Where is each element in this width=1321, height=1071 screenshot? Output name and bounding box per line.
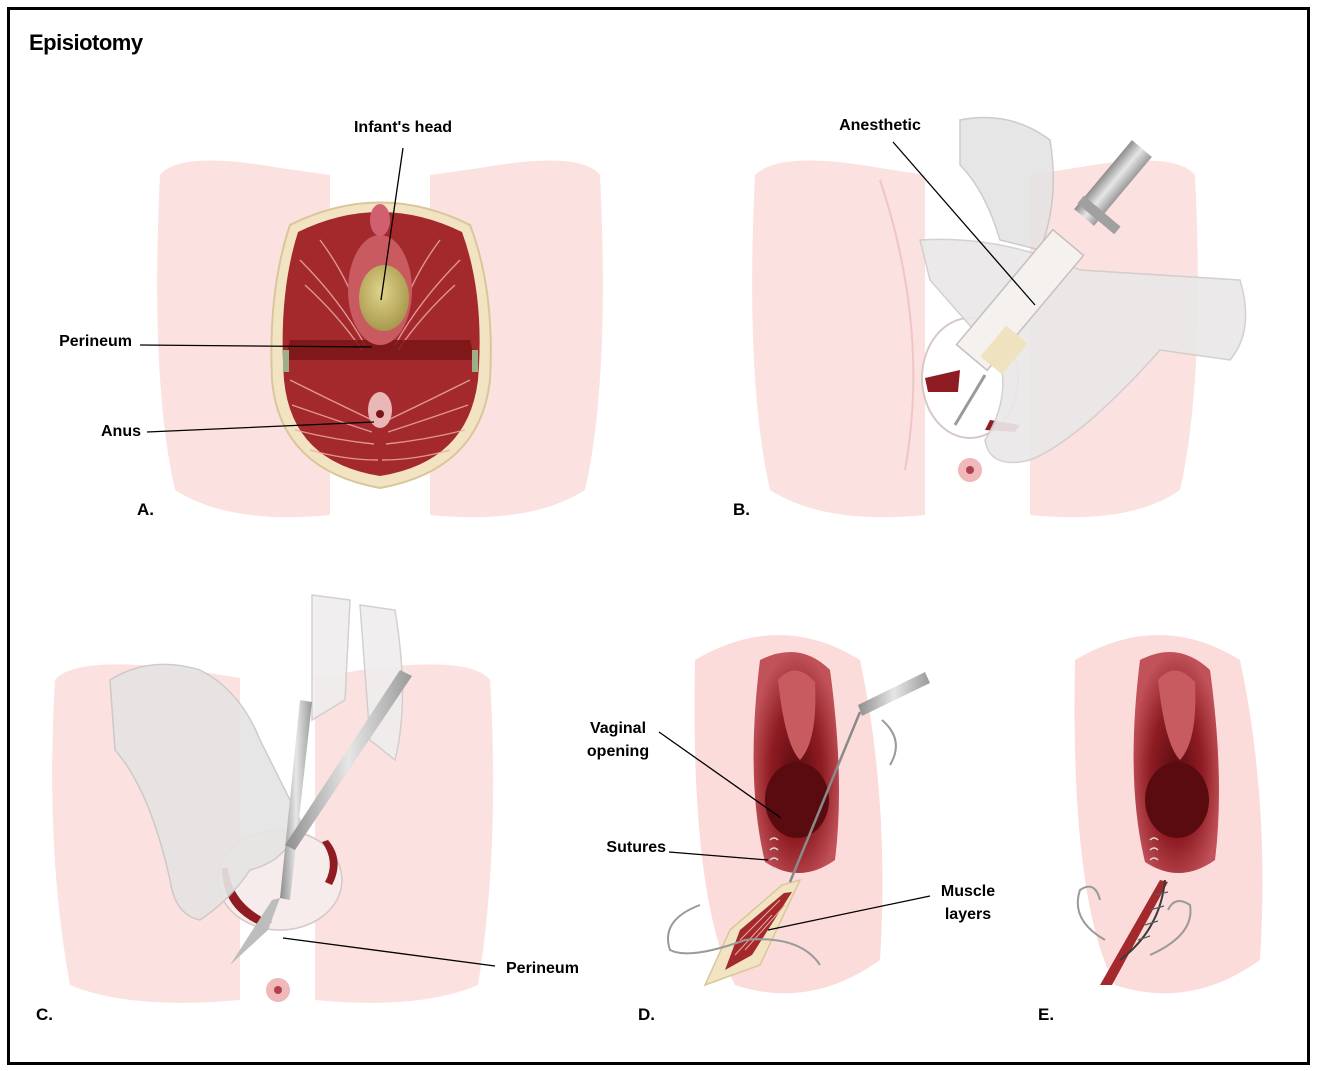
label-anus: Anus xyxy=(101,423,141,440)
panel-b: Anesthetic B. xyxy=(733,117,1246,519)
panel-letter-c: C. xyxy=(36,1005,53,1024)
anus-c xyxy=(274,986,282,994)
panel-d: Vaginal opening Sutures Muscle layers D. xyxy=(587,635,995,1024)
panel-c: Perineum C. xyxy=(36,595,579,1024)
label-vaginal-opening-line1: Vaginal xyxy=(590,720,646,737)
panel-a: Infant's head Perineum Anus A. xyxy=(59,119,603,519)
label-anesthetic: Anesthetic xyxy=(839,117,921,134)
vaginal-opening-d xyxy=(765,762,829,838)
label-muscle-layers-line1: Muscle xyxy=(941,883,995,900)
panel-letter-b: B. xyxy=(733,500,750,519)
label-perineum-c: Perineum xyxy=(506,960,579,977)
anus-b xyxy=(966,466,974,474)
vaginal-opening-e xyxy=(1145,762,1209,838)
label-sutures: Sutures xyxy=(606,839,666,856)
label-perineum-a: Perineum xyxy=(59,333,132,350)
panel-letter-a: A. xyxy=(137,500,154,519)
panel-letter-e: E. xyxy=(1038,1005,1054,1024)
panel-letter-d: D. xyxy=(638,1005,655,1024)
perineal-muscle-dissection xyxy=(271,203,490,489)
label-muscle-layers-line2: layers xyxy=(945,906,991,923)
label-infants-head: Infant's head xyxy=(354,119,452,136)
panel-e: E. xyxy=(1038,635,1263,1024)
label-vaginal-opening-line2: opening xyxy=(587,743,649,760)
anus-a xyxy=(376,410,384,418)
